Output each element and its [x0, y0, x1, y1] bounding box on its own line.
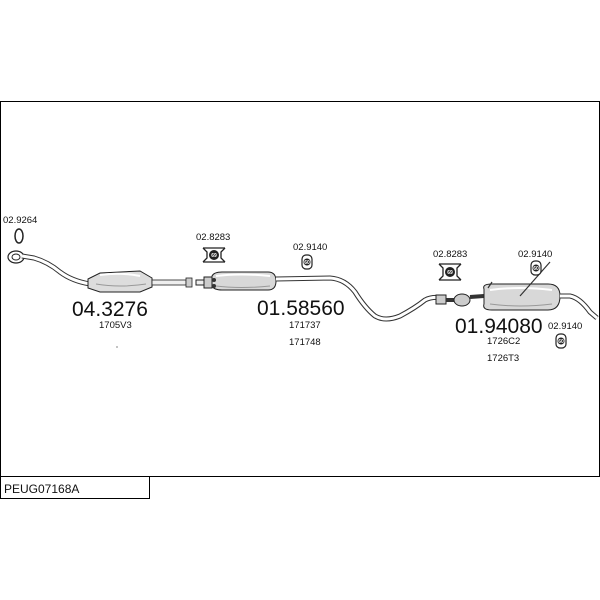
clamp-icon: 02.8283 69: [433, 249, 467, 281]
accessory-number-1: 02.9264: [3, 215, 37, 226]
part-number-rear-silencer: 01.94080: [455, 315, 543, 338]
rubber-mount-icon: 02.9140 60: [548, 321, 582, 349]
accessory-number-6: 02.9140: [548, 321, 582, 332]
gasket-icon: 02.9264: [3, 215, 37, 244]
mount-badge: 60: [533, 266, 539, 272]
part-number-middle-silencer: 01.58560: [257, 297, 345, 320]
rear-silencer: [435, 261, 599, 320]
part-ref: 1705V3: [99, 320, 132, 331]
part-ref: 171737: [289, 320, 321, 331]
diagram-code: PEUG07168A: [4, 482, 79, 496]
part-ref: 1726T3: [487, 353, 519, 364]
part-number-catalyst: 04.3276: [72, 298, 148, 321]
rubber-mount-icon: 02.9140 60: [293, 242, 327, 270]
dot-mark: [116, 346, 118, 348]
clamp-icon: 02.8283 69: [196, 232, 230, 263]
accessory-number-2: 02.8283: [196, 232, 230, 243]
rubber-mount-icon: 02.9140 60: [518, 249, 552, 276]
middle-silencer: [195, 271, 445, 322]
clamp-badge: 69: [211, 253, 217, 259]
accessory-number-4: 02.8283: [433, 249, 467, 260]
accessory-number-3: 02.9140: [293, 242, 327, 253]
mount-badge: 60: [304, 260, 310, 266]
part-ref: 1726C2: [487, 336, 520, 347]
front-pipe-catalyst: [7, 250, 193, 293]
code-box: [0, 476, 150, 499]
part-ref: 171748: [289, 337, 321, 348]
clamp-badge: 69: [447, 270, 453, 276]
accessory-number-5: 02.9140: [518, 249, 552, 260]
mount-badge: 60: [558, 339, 564, 345]
